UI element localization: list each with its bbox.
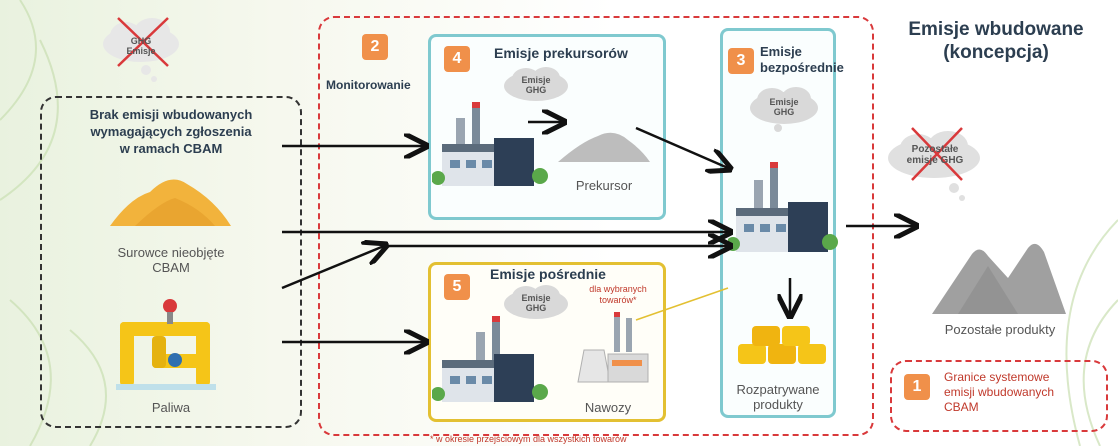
title-line-1: Emisje wbudowane xyxy=(908,19,1084,40)
connector-indirect-to-direct xyxy=(635,287,729,321)
direct-cloud-line-2: GHG xyxy=(773,107,795,117)
indirect-ghg-cloud-icon: Emisje GHG xyxy=(500,282,572,326)
precursor-cloud-line-1: Emisje xyxy=(521,75,551,85)
crossed-ghg-cloud-icon: GHG Emisje xyxy=(96,14,186,84)
crossed-cloud-line-1: GHG xyxy=(130,36,152,46)
direct-product-line-1: Rozpatrywane xyxy=(736,382,820,397)
indirect-cloud-line-2: GHG xyxy=(525,303,547,313)
power-plant-icon xyxy=(577,312,649,383)
remaining-cloud-line-2: emisje GHG xyxy=(906,155,964,166)
indirect-number-badge: 5 xyxy=(444,274,470,300)
raw-materials-line-1: Surowce nieobjęte xyxy=(117,245,225,260)
indirect-product-label: Nawozy xyxy=(584,400,632,415)
precursor-cloud-line-2: GHG xyxy=(525,85,547,95)
legend-box xyxy=(890,360,1108,432)
remaining-products-label: Pozostałe produkty xyxy=(944,322,1056,337)
indirect-note-line-2: towarów* xyxy=(599,295,637,305)
title-line-2: (koncepcja) xyxy=(943,42,1049,63)
indirect-factory-icon xyxy=(432,316,548,402)
direct-cloud-line-1: Emisje xyxy=(769,97,799,107)
arrow-precursor-to-direct xyxy=(635,126,728,168)
fuel-label: Paliwa xyxy=(151,400,191,415)
remaining-products-pile-icon xyxy=(932,243,1066,314)
direct-ghg-cloud-icon: Emisje GHG xyxy=(744,84,824,134)
direct-title: Emisje bezpośrednie xyxy=(760,44,844,76)
products-bags-icon xyxy=(738,326,826,364)
crossed-remaining-cloud-icon: Pozostałe emisje GHG xyxy=(882,124,988,204)
indirect-note-line-1: dla wybranych xyxy=(589,284,647,294)
legend-text: Granice systemowe emisji wbudowanych CBA… xyxy=(944,370,1054,415)
legend-line-3: CBAM xyxy=(944,400,979,414)
fuel-pipes-icon xyxy=(116,299,216,390)
raw-materials-label: Surowce nieobjęte CBAM xyxy=(40,245,302,275)
direct-title-line-2: bezpośrednie xyxy=(760,60,844,75)
direct-number-badge: 3 xyxy=(728,48,754,74)
left-heading-line-1: Brak emisji wbudowanych xyxy=(89,107,253,122)
arrow-fuel-to-direct xyxy=(281,246,384,290)
no-embedded-emissions-box xyxy=(40,96,302,428)
monitoring-number-badge: 2 xyxy=(362,34,388,60)
footnote: * w okresie przejściowym dla wszystkich … xyxy=(430,434,627,444)
legend-line-1: Granice systemowe xyxy=(944,370,1050,384)
raw-materials-line-2: CBAM xyxy=(152,260,190,275)
direct-factory-icon xyxy=(728,162,838,252)
precursor-ghg-cloud-icon: Emisje GHG xyxy=(500,64,572,108)
raw-materials-pile-icon xyxy=(110,179,231,226)
indirect-note: dla wybranych towarów* xyxy=(578,284,658,306)
legend-line-2: emisji wbudowanych xyxy=(944,385,1055,399)
direct-product-label: Rozpatrywane produkty xyxy=(720,382,836,412)
remaining-cloud-line-1: Pozostałe xyxy=(911,144,959,155)
precursor-factory-icon xyxy=(432,102,548,186)
indirect-title: Emisje pośrednie xyxy=(490,266,606,282)
left-box-heading: Brak emisji wbudowanych wymagających zgł… xyxy=(40,106,302,157)
monitoring-label: Monitorowanie xyxy=(326,78,411,92)
precursor-number-badge: 4 xyxy=(444,46,470,72)
legend-number-badge: 1 xyxy=(904,374,930,400)
page-title: Emisje wbudowane (koncepcja) xyxy=(896,18,1096,64)
left-heading-line-3: w ramach CBAM xyxy=(119,141,223,156)
precursor-title: Emisje prekursorów xyxy=(494,45,628,61)
direct-title-line-1: Emisje xyxy=(760,44,802,59)
precursor-product-label: Prekursor xyxy=(575,178,633,193)
left-heading-line-2: wymagających zgłoszenia xyxy=(90,124,252,139)
precursor-pile-icon xyxy=(558,132,650,162)
direct-product-line-2: produkty xyxy=(753,397,803,412)
indirect-cloud-line-1: Emisje xyxy=(521,293,551,303)
crossed-cloud-line-2: Emisje xyxy=(126,46,156,56)
